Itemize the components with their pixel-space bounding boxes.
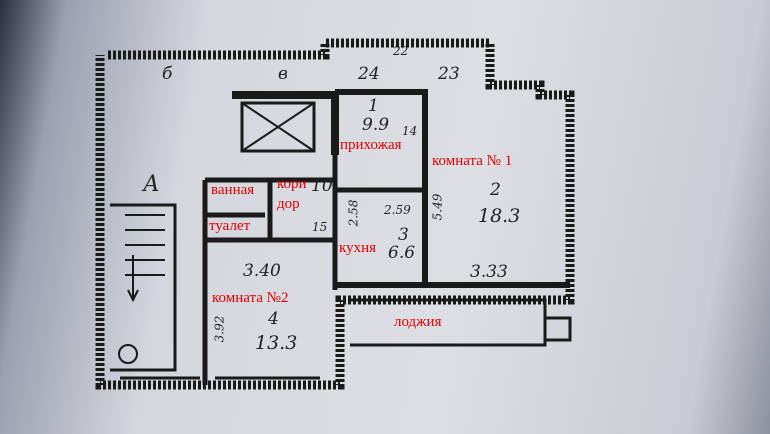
- plan-mark: в: [278, 64, 288, 84]
- plan-mark: 22: [393, 44, 409, 58]
- label-room-1: комната № 1: [432, 153, 513, 169]
- label-hallway: прихожая: [340, 137, 402, 153]
- plan-mark: 3: [398, 225, 409, 245]
- plan-mark: 2.59: [384, 203, 411, 217]
- plan-mark: 13.3: [255, 332, 298, 354]
- plan-mark: 15: [312, 220, 328, 234]
- plan-mark: б: [162, 64, 173, 84]
- plan-mark: 14: [402, 124, 418, 138]
- plan-mark: 6.6: [388, 243, 416, 263]
- plan-mark: 24: [358, 64, 380, 84]
- plan-mark: 2.58: [346, 199, 361, 227]
- plan-mark: 23: [438, 64, 460, 84]
- label-corridor-line1: кори: [277, 176, 307, 192]
- plan-mark: 2: [490, 180, 501, 200]
- plan-mark: 3.33: [470, 262, 508, 282]
- label-loggia: лоджия: [394, 314, 442, 330]
- label-room-2: комната №2: [212, 290, 289, 306]
- plan-mark: 4: [268, 309, 279, 329]
- plan-mark: 10: [311, 176, 333, 196]
- plan-mark: 1: [368, 96, 379, 116]
- plan-mark: 3.92: [212, 315, 227, 343]
- label-toilet: туалет: [209, 218, 251, 234]
- label-corridor-line2: дор: [277, 196, 300, 212]
- plan-mark: 3.40: [243, 261, 281, 281]
- plan-mark: А: [143, 172, 160, 197]
- label-bathroom: ванная: [211, 182, 255, 198]
- plan-mark: 18.3: [478, 205, 521, 227]
- plan-mark: 9.9: [362, 115, 390, 135]
- plan-mark: 5.49: [430, 193, 445, 221]
- label-kitchen: кухня: [339, 240, 377, 256]
